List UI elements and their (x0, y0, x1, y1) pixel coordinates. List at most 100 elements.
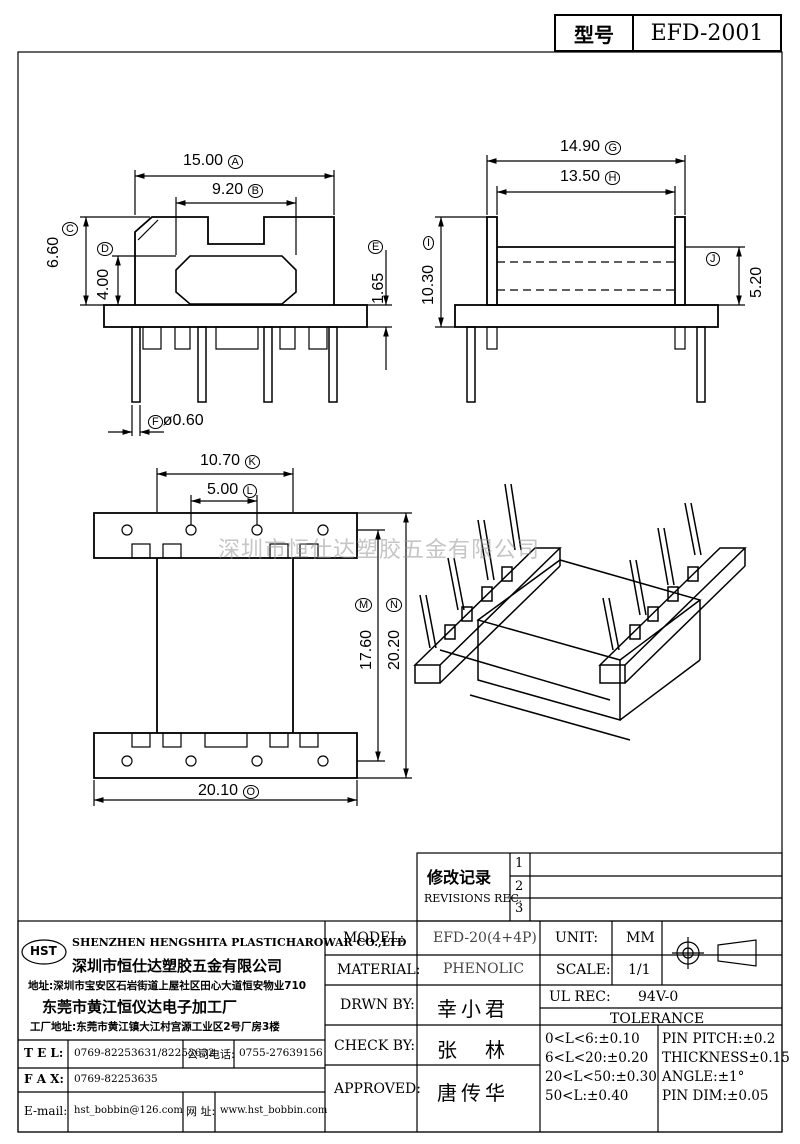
tolerance-left-2: 6<L<20:±0.20 (545, 1050, 649, 1066)
tolerance-title: TOLERANCE (610, 1011, 705, 1027)
model-value: EFD-20(4+4P) (433, 930, 537, 946)
unit-value: MM (626, 930, 655, 946)
dim-n-tag: N (386, 598, 402, 612)
dim-i: 10.30 (420, 265, 438, 305)
dim-g-value: 14.90 (560, 138, 601, 155)
tolerance-left-4: 50<L:±0.40 (545, 1088, 629, 1104)
dim-e-tag: E (368, 240, 384, 254)
drawn-label: DRWN BY: (340, 997, 415, 1013)
top-view (93, 468, 412, 806)
dim-h: 13.50 H (560, 168, 621, 186)
revision-row-2: 2 (515, 879, 524, 894)
company-address: 地址:深圳市宝安区石岩街道上屋社区田心大道恒安物业710 (28, 980, 307, 992)
dim-l-value: 5.00 (207, 481, 239, 498)
dim-h-value: 13.50 (560, 168, 601, 185)
dim-m-tag: M (355, 598, 373, 612)
tel-label: T E L: (24, 1046, 64, 1060)
tolerance-right-3: ANGLE:±1° (662, 1069, 745, 1085)
approved-label: APPROVED: (334, 1081, 421, 1097)
approved-value: 唐传华 (437, 1081, 509, 1105)
dim-b-tag: B (247, 184, 263, 198)
tolerance-left-3: 20<L<50:±0.30 (545, 1069, 657, 1085)
tel-value: 0769-82253631/82253632 (74, 1047, 215, 1059)
company-name-cn: 深圳市恒仕达塑胶五金有限公司 (72, 957, 283, 975)
website-value: www.hst_bobbin.com (220, 1105, 328, 1116)
title-block (17, 852, 783, 1133)
tolerance-right-4: PIN DIM:±0.05 (662, 1088, 769, 1104)
model-header-label: 型号 (556, 16, 634, 50)
dim-c-tag: C (62, 222, 78, 236)
dim-f-tag: F (148, 415, 163, 429)
ul-value: 94V-0 (638, 989, 679, 1005)
dim-e-value: 1.65 (370, 272, 387, 304)
isometric-view (413, 483, 747, 741)
tolerance-left-1: 0<L<6:±0.10 (545, 1031, 640, 1047)
dim-l: 5.00 L (207, 481, 257, 499)
dim-o: 20.10 O (198, 782, 260, 800)
tolerance-right-1: PIN PITCH:±0.2 (662, 1031, 776, 1047)
dim-m: 17.60 (358, 630, 376, 670)
scale-value: 1/1 (628, 962, 651, 978)
dim-c: 6.60 (45, 237, 63, 268)
company-name-en: SHENZHEN HENGSHITA PLASTICHAROWAR CO.,LT… (72, 936, 407, 949)
company-phone-value: 0755-27639156 (239, 1047, 323, 1059)
company-phone-label: 公司电话: (187, 1048, 235, 1061)
material-label: MATERIAL: (337, 962, 421, 978)
company-logo: HST (30, 944, 57, 958)
dim-g-tag: G (604, 141, 622, 155)
dim-n: 20.20 (386, 630, 404, 670)
dim-e: 1.65 (370, 273, 388, 304)
dim-a: 15.00 A (183, 152, 243, 170)
dim-f-value: ø0.60 (162, 412, 204, 429)
dim-i-tag: I (423, 236, 435, 250)
check-value: 张 林 (437, 1038, 509, 1062)
dim-o-value: 20.10 (198, 782, 239, 799)
model-label: MODEL: (343, 930, 405, 946)
dim-k-value: 10.70 (200, 452, 241, 469)
watermark: 深圳市恒仕达塑胶五金有限公司 (218, 538, 541, 563)
unit-label: UNIT: (555, 930, 599, 946)
dim-l-tag: L (242, 484, 257, 498)
dim-b: 9.20 B (212, 181, 263, 199)
fax-value: 0769-82253635 (74, 1073, 158, 1085)
dim-j-tag: J (706, 252, 720, 266)
dim-a-tag: A (227, 155, 243, 169)
dim-d-tag: D (97, 242, 113, 256)
side-view (435, 155, 745, 403)
dim-h-tag: H (604, 171, 621, 185)
email-label: E-mail: (24, 1104, 68, 1118)
scale-label: SCALE: (556, 962, 611, 978)
email-value: hst_bobbin@126.com (74, 1105, 183, 1116)
revisions-subtitle: REVISIONS REC. (424, 892, 522, 905)
dim-j-value: 5.20 (748, 266, 765, 298)
dim-c-value: 6.60 (45, 236, 62, 268)
revisions-title: 修改记录 (427, 868, 492, 887)
drawn-value: 幸小君 (437, 997, 509, 1021)
ul-label: UL REC: (549, 989, 611, 1005)
revision-row-1: 1 (515, 856, 524, 871)
dim-d-value: 4.00 (95, 268, 112, 300)
check-label: CHECK BY: (334, 1038, 416, 1054)
factory-address: 工厂地址:东莞市黄江镇大江村宫源工业区2号厂房3楼 (30, 1021, 280, 1033)
model-header: 型号 EFD-2001 (554, 14, 782, 52)
dim-k: 10.70 K (200, 452, 260, 470)
dim-m-value: 17.60 (358, 629, 375, 670)
dim-d: 4.00 (95, 269, 113, 300)
dim-i-value: 10.30 (420, 264, 437, 305)
website-label: 网 址: (186, 1105, 216, 1118)
dim-g: 14.90 G (560, 138, 622, 156)
dim-k-tag: K (244, 455, 260, 469)
material-value: PHENOLIC (443, 961, 525, 977)
model-header-value: EFD-2001 (650, 20, 764, 46)
dim-j: 5.20 (748, 267, 766, 298)
tolerance-right-2: THICKNESS±0.15 (662, 1050, 790, 1066)
revision-row-3: 3 (515, 901, 524, 916)
dim-n-value: 20.20 (386, 629, 403, 670)
dim-b-value: 9.20 (212, 181, 244, 198)
dim-a-value: 15.00 (183, 152, 224, 169)
fax-label: F A X: (24, 1072, 64, 1086)
front-view (80, 170, 392, 436)
factory-name: 东莞市黄江恒仪达电子加工厂 (42, 998, 238, 1016)
